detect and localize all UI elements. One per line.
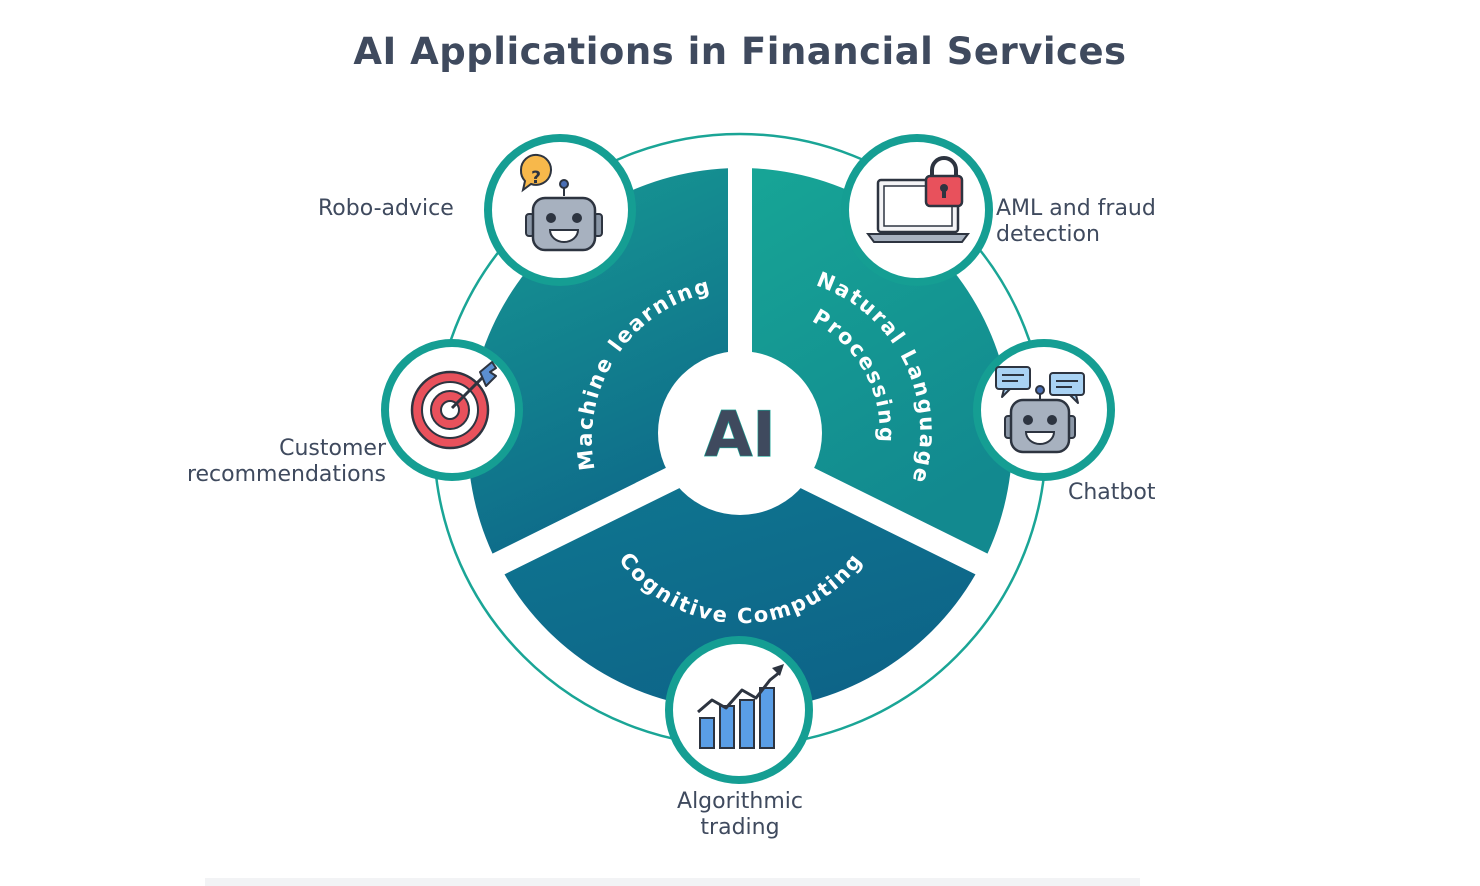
center-label: AI — [704, 398, 775, 471]
bottom-divider — [205, 878, 1140, 886]
label-aml-line1: AML and fraud — [996, 196, 1156, 221]
segment-cognitive-computing — [504, 486, 976, 711]
page-title: AI Applications in Financial Services — [353, 30, 1127, 73]
center-circle — [658, 351, 822, 515]
chatbot-robot-icon — [995, 366, 1085, 454]
label-aml-fraud-detection: AML and fraud detection — [996, 196, 1156, 248]
label-robo-advice: Robo-advice — [318, 196, 454, 222]
node-robo-advice: ? — [484, 134, 636, 286]
laptop-lock-icon — [866, 156, 970, 243]
label-customer-line1: Customer — [279, 436, 386, 461]
label-algo-line1: Algorithmic — [677, 789, 803, 814]
label-chatbot-line1: Chatbot — [1068, 480, 1156, 505]
node-algorithmic-trading — [665, 636, 813, 784]
robot-question-icon: ? — [519, 153, 603, 252]
label-algorithmic-trading: Algorithmic trading — [640, 789, 840, 841]
label-customer-line2: recommendations — [186, 462, 386, 487]
target-dart-icon — [410, 361, 497, 450]
node-aml-fraud-detection — [841, 134, 993, 286]
svg-text:?: ? — [531, 168, 541, 188]
node-chatbot — [973, 339, 1115, 481]
label-aml-line2: detection — [996, 222, 1100, 247]
label-customer-recommendations: Customer recommendations — [158, 436, 386, 488]
node-customer-recommendations — [381, 339, 523, 481]
rising-bar-chart-icon — [697, 664, 784, 749]
label-algo-line2: trading — [700, 815, 780, 840]
label-chatbot: Chatbot — [1068, 480, 1155, 506]
label-robo-advice-line1: Robo-advice — [318, 196, 454, 221]
